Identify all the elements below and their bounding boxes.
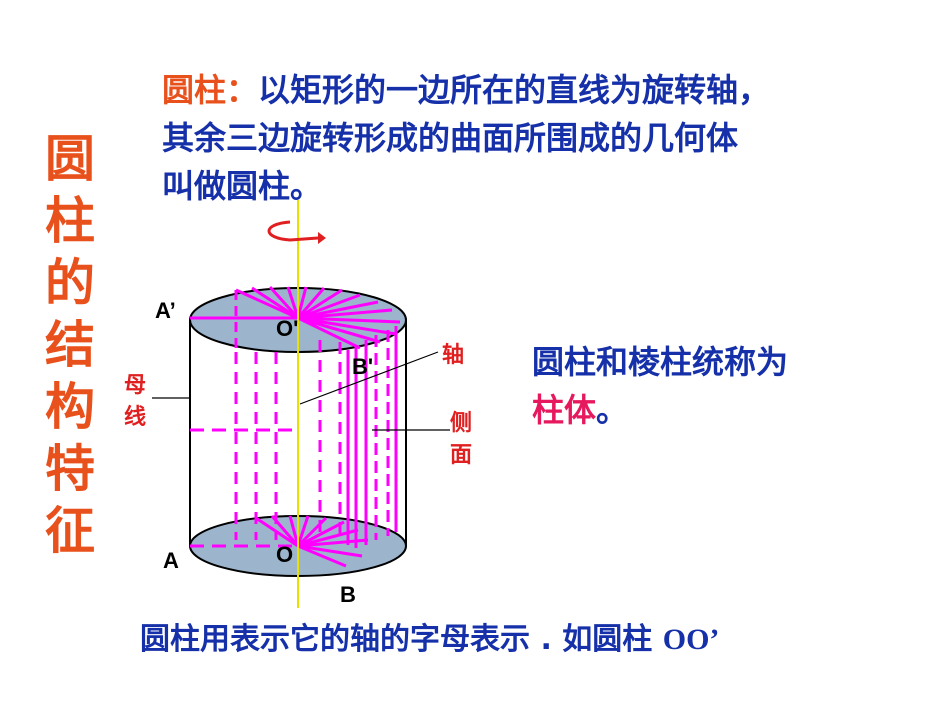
summary-highlight: 柱体: [532, 391, 597, 429]
lateral-label-1: 侧: [450, 411, 472, 436]
point-label-b-prime: B': [352, 354, 373, 379]
lateral-label-2: 面: [450, 443, 472, 468]
point-label-o: O: [276, 542, 293, 567]
generatrix-label-2: 线: [124, 404, 146, 430]
side-title-char: 构: [45, 378, 95, 436]
footer-text: 圆柱用表示它的轴的字母表示 . 如圆柱: [140, 622, 663, 657]
side-title: 圆 柱 的 结 构 特 征: [40, 128, 100, 562]
point-label-o-prime: O': [276, 316, 298, 341]
point-label-a: A: [163, 548, 179, 573]
footer-cylinder-name: OO’: [662, 623, 720, 656]
footer-note: 圆柱用表示它的轴的字母表示 . 如圆柱 OO’: [140, 620, 900, 660]
summary-line-1: 圆柱和棱柱统称为: [532, 343, 789, 381]
rotation-arrow-icon: [267, 220, 319, 242]
summary-end: 。: [596, 391, 629, 429]
rotation-traces: [190, 285, 401, 568]
side-title-char: 结: [45, 316, 95, 374]
side-title-char: 柱: [45, 192, 95, 250]
point-label-a-prime: A’: [155, 298, 176, 323]
definition-line-2: 其余三边旋转形成的曲面所围成的几何体: [162, 119, 739, 157]
summary-line-2: 柱体。: [532, 386, 892, 434]
definition-text: 圆柱：以矩形的一边所在的直线为旋转轴， 其余三边旋转形成的曲面所围成的几何体 叫…: [162, 66, 922, 210]
generatrix-label-1: 母: [124, 373, 146, 398]
side-title-char: 征: [45, 502, 95, 560]
definition-term: 圆柱：: [162, 71, 259, 109]
side-title-char: 特: [45, 440, 95, 498]
rotation-arrow-head-icon: [318, 232, 326, 244]
axis-label: 轴: [442, 342, 464, 368]
point-label-b: B: [340, 582, 356, 607]
definition-line-3: 叫做圆柱。: [162, 167, 323, 205]
axis-leader-line: [299, 351, 439, 405]
side-title-char: 的: [45, 254, 95, 312]
definition-line-1-rest: 以矩形的一边所在的直线为旋转轴，: [258, 71, 771, 109]
side-title-char: 圆: [45, 130, 95, 188]
summary-text: 圆柱和棱柱统称为 柱体。: [532, 338, 892, 434]
definition-line-1: 圆柱：以矩形的一边所在的直线为旋转轴，: [162, 66, 922, 114]
